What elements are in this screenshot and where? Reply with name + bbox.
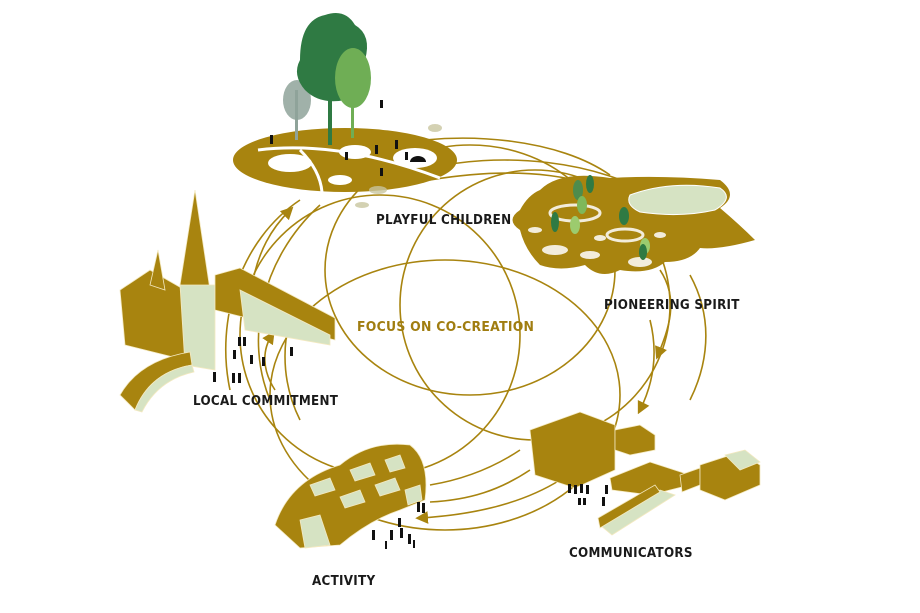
landscape-illustration [512,175,755,274]
church-wing-roof [214,267,336,341]
play-area [328,175,352,185]
church-tower-front [179,284,216,371]
building-main [529,411,616,489]
church-wing-side [239,289,331,346]
church-spire [179,189,211,291]
path [298,148,324,193]
church-illustration [119,189,336,413]
label-playful-children: PLAYFUL CHILDREN [376,213,512,228]
buildings-illustration [529,411,761,536]
building-walkway-top [597,484,661,529]
building-connector [679,467,701,493]
center-title: FOCUS ON CO-CREATION [357,319,535,335]
building-hall-roof [724,449,761,471]
church-wall-side [134,364,195,413]
label-local-commitment: LOCAL COMMITMENT [193,394,339,409]
label-communicators: COMMUNICATORS [569,546,693,561]
arrow-arc [637,319,655,415]
tree-grey [283,80,311,120]
tree-trunk [351,90,354,138]
pavilion-roof [628,184,727,216]
building-annex [614,424,656,456]
arrow-arc [415,479,561,524]
arrow-arc [429,449,521,486]
landscape-trees [551,175,650,260]
play-area [268,154,312,172]
arrow-arc [655,269,672,360]
people-figures [270,100,426,176]
tent-illustration [274,443,427,549]
arrow-arc [689,274,707,401]
arrow-arc [429,469,531,503]
playground-illustration [233,12,457,208]
circle-bottom [269,259,621,531]
arrow-arc [262,331,276,391]
tree-trunk [328,60,332,145]
label-activity: ACTIVITY [312,574,376,589]
label-pioneering-spirit: PIONEERING SPIRIT [604,298,740,313]
people-figures [568,484,608,506]
path [257,146,441,180]
tree-light [335,48,371,108]
sand-patches [355,124,442,208]
tent-panels [299,454,423,549]
church-spire-small [149,249,166,291]
people-figures [213,337,293,383]
people-figures [372,502,425,549]
